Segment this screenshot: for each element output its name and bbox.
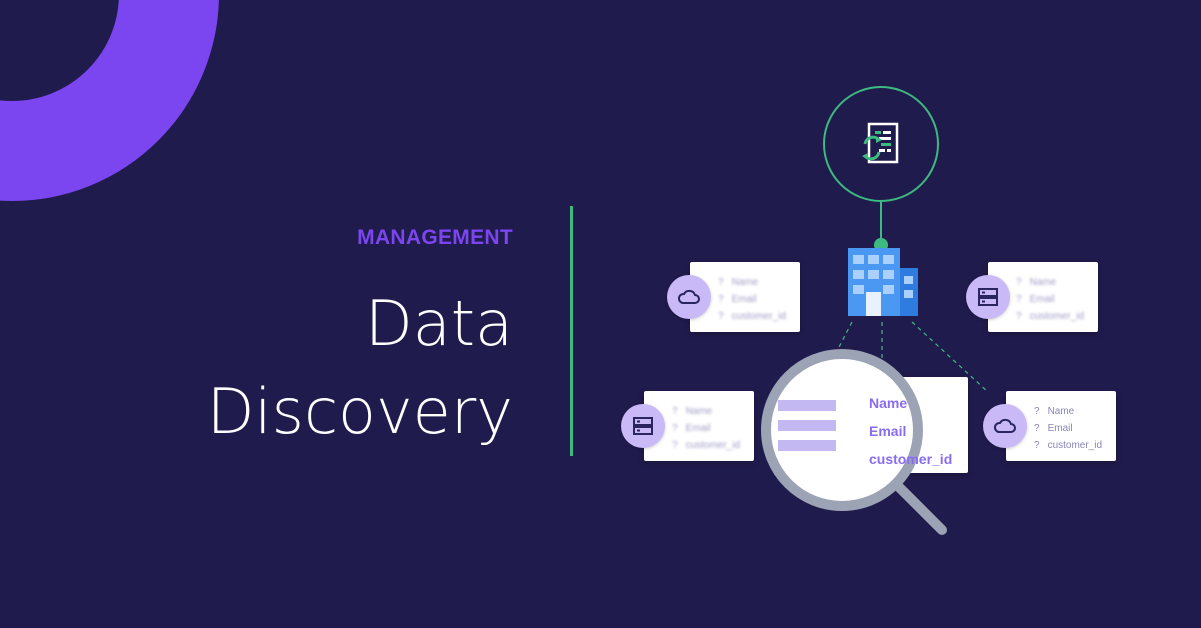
- source-node: [823, 86, 939, 202]
- server-badge-2: [621, 404, 665, 448]
- cloud-icon: [677, 289, 700, 304]
- lens-field-customer-id: customer_id: [869, 451, 953, 467]
- magnifying-glass-icon: [761, 349, 947, 535]
- building-icon: [848, 248, 918, 316]
- data-source-card-cloud-2: ?Name ?Email ?customer_id: [1006, 391, 1116, 461]
- lens-field-list: Name Email customer_id: [869, 389, 952, 473]
- server-icon: [978, 288, 998, 306]
- server-icon: [633, 417, 653, 435]
- page-title: Data Discovery: [207, 280, 513, 456]
- title-line-2: Discovery: [206, 375, 513, 448]
- lens-field-name: Name: [869, 395, 908, 411]
- cloud-badge-2: [983, 404, 1027, 448]
- vertical-divider: [570, 206, 573, 456]
- lens-field-email: Email: [869, 423, 907, 439]
- decorative-arc: [0, 0, 219, 201]
- server-badge: [966, 275, 1010, 319]
- cloud-badge: [667, 275, 711, 319]
- category-label: MANAGEMENT: [357, 226, 513, 249]
- cloud-icon: [993, 418, 1016, 433]
- document-sync-icon: [862, 122, 899, 164]
- title-line-1: Data: [364, 287, 513, 360]
